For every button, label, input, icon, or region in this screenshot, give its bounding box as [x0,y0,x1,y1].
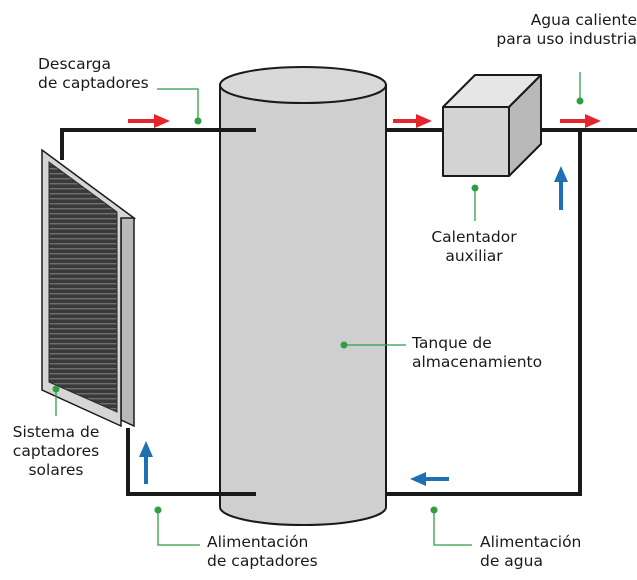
panel-side [120,210,135,428]
hot-flow-arrow [128,114,170,128]
collector-feed-pipe [126,428,257,496]
cold-flow-arrow [554,166,568,210]
label-agua-caliente: Agua caliente para uso industria [496,11,637,48]
tank-body [219,84,387,526]
bypass-pipe [383,128,582,496]
leader-alim-agua [433,512,472,546]
storage-tank [219,66,387,526]
label-alimentacion-agua: Alimentación de agua [480,533,582,570]
heater-front-face [442,106,510,177]
leader-dots [52,97,584,514]
label-tanque: Tanque de almacenamiento [412,334,543,371]
label-descarga: Descarga de captadores [38,55,149,92]
label-sistema-captadores: Sistema de captadores solares [12,423,100,479]
leader-alim-captadores [157,512,200,546]
cold-flow-arrow [410,472,449,486]
hot-flow-arrow [393,114,432,128]
tank-top [219,66,387,104]
hot-flow-arrow [560,114,601,128]
label-calentador-auxiliar: Calentador auxiliar [431,228,517,265]
label-alimentacion-captadores: Alimentación de captadores [207,533,318,570]
solar-collector-panel [41,148,137,428]
cold-flow-arrow [139,441,153,484]
auxiliary-heater [442,74,542,177]
flow-arrows [128,114,601,486]
leader-lines [55,72,581,546]
panel-absorber [48,161,118,413]
leader-descarga [157,88,199,118]
collector-discharge-pipe [60,128,257,160]
pipes [60,128,637,496]
